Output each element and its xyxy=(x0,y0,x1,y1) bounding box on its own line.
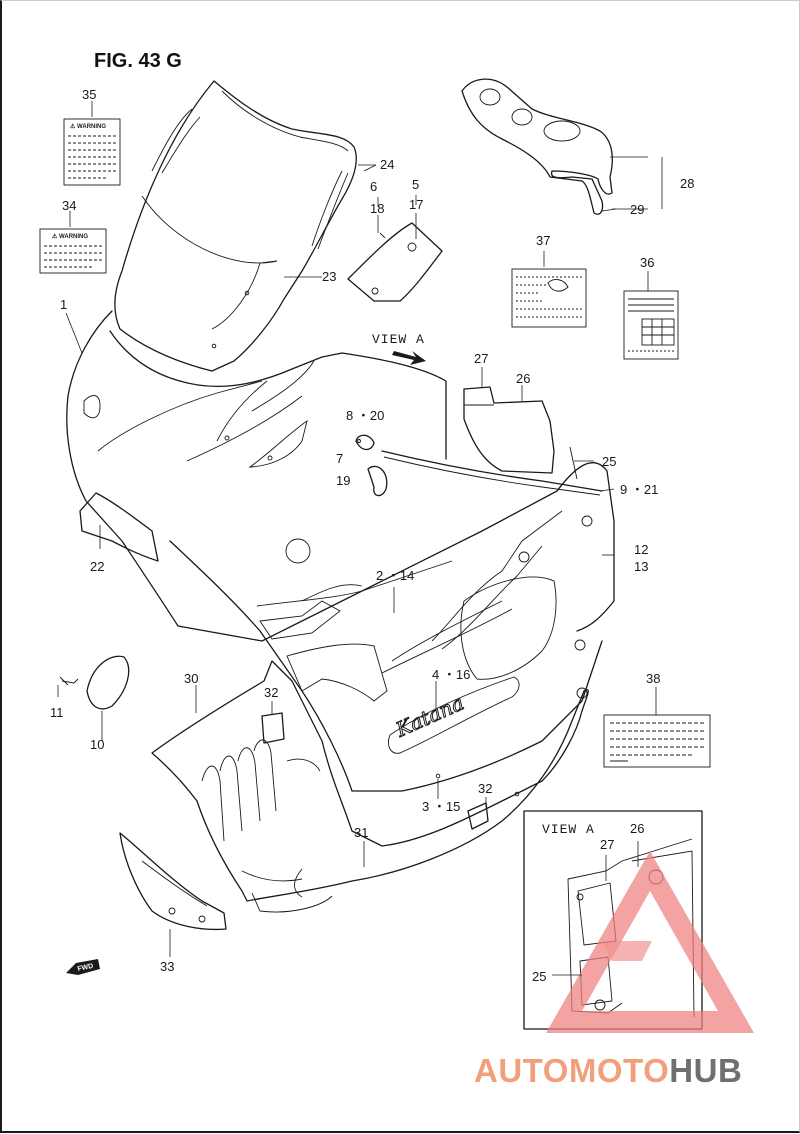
lower-cowling-part xyxy=(169,510,603,792)
callout-13: 13 xyxy=(634,559,648,574)
callout-26: 26 xyxy=(516,371,530,386)
callout-37: 37 xyxy=(536,233,550,248)
callout-38: 38 xyxy=(646,671,660,686)
inner-pieces-26-27 xyxy=(381,386,603,496)
inset-callout-25: 25 xyxy=(532,969,546,984)
caution-label-38 xyxy=(603,714,711,768)
callout-23: 23 xyxy=(322,269,336,284)
callout-27: 27 xyxy=(474,351,488,366)
callout-34: 34 xyxy=(62,198,76,213)
callout-24: 24 xyxy=(380,157,394,172)
clip-parts-7-8 xyxy=(355,434,388,497)
meter-panel-28 xyxy=(461,78,613,215)
callout-25: 25 xyxy=(602,454,616,469)
callout-6: 6 xyxy=(370,179,377,194)
vent-piece-32b xyxy=(467,802,489,830)
katana-emblem: Katana xyxy=(388,676,520,754)
side-bracket-33 xyxy=(119,832,227,931)
windscreen-part xyxy=(114,80,357,372)
view-a-arrow-icon xyxy=(392,351,426,365)
callout-7: 7 xyxy=(336,451,343,466)
inner-panel-17 xyxy=(347,222,443,302)
inset-view-a-label: VIEW A xyxy=(542,822,595,837)
katana-logo-text: Katana xyxy=(391,691,467,742)
figure-title: FIG. 43 G xyxy=(94,50,182,72)
callout-9-21: 9 ・21 xyxy=(620,482,658,497)
fwd-text: FWD xyxy=(77,963,94,973)
watermark-part1: AUTOMOTO xyxy=(474,1052,670,1089)
inset-callout-27: 27 xyxy=(600,837,614,852)
callout-29: 29 xyxy=(630,202,644,217)
tire-label-36 xyxy=(623,290,679,360)
callout-labels: 35 34 1 24 6 18 5 17 23 28 29 37 36 27 2… xyxy=(50,87,694,984)
callout-28: 28 xyxy=(680,176,694,191)
callout-18: 18 xyxy=(370,201,384,216)
watermark-logo-icon xyxy=(546,851,754,1033)
callout-17: 17 xyxy=(409,197,423,212)
callout-22: 22 xyxy=(90,559,104,574)
side-duct-22 xyxy=(79,492,159,562)
callout-31: 31 xyxy=(354,825,368,840)
watermark-part2: HUB xyxy=(669,1052,743,1089)
info-label-37 xyxy=(511,268,587,328)
callout-10: 10 xyxy=(90,737,104,752)
callout-4-16: 4 ・16 xyxy=(432,667,470,682)
inset-callout-26: 26 xyxy=(630,821,644,836)
callout-36: 36 xyxy=(640,255,654,270)
callout-8-20: 8 ・20 xyxy=(346,408,384,423)
callout-3-15: 3 ・15 xyxy=(422,799,460,814)
vent-piece-32 xyxy=(261,712,285,744)
callout-11: 11 xyxy=(50,705,64,720)
cover-cap-10 xyxy=(59,655,130,710)
watermark-text: AUTOMOTOHUB xyxy=(474,1049,742,1093)
callout-30: 30 xyxy=(184,671,198,686)
fwd-arrow-icon: FWD xyxy=(66,959,100,975)
warning-label-35-title: ⚠ WARNING xyxy=(70,123,106,130)
callout-2-14: 2 ・14 xyxy=(376,568,414,583)
callout-32b: 32 xyxy=(478,781,492,796)
upper-cowling-part xyxy=(66,310,615,642)
warning-label-34-title: ⚠ WARNING xyxy=(52,233,88,240)
callout-35: 35 xyxy=(82,87,96,102)
warning-label-34: ⚠ WARNING xyxy=(39,228,107,274)
leader-lines xyxy=(57,101,663,976)
callout-1: 1 xyxy=(60,297,67,312)
callout-32a: 32 xyxy=(264,685,278,700)
under-cowling-part xyxy=(151,660,589,913)
callout-12: 12 xyxy=(634,542,648,557)
view-a-label: VIEW A xyxy=(372,332,425,347)
callout-19: 19 xyxy=(336,473,350,488)
callout-33: 33 xyxy=(160,959,174,974)
callout-5: 5 xyxy=(412,177,419,192)
warning-label-35: ⚠ WARNING xyxy=(63,118,121,186)
